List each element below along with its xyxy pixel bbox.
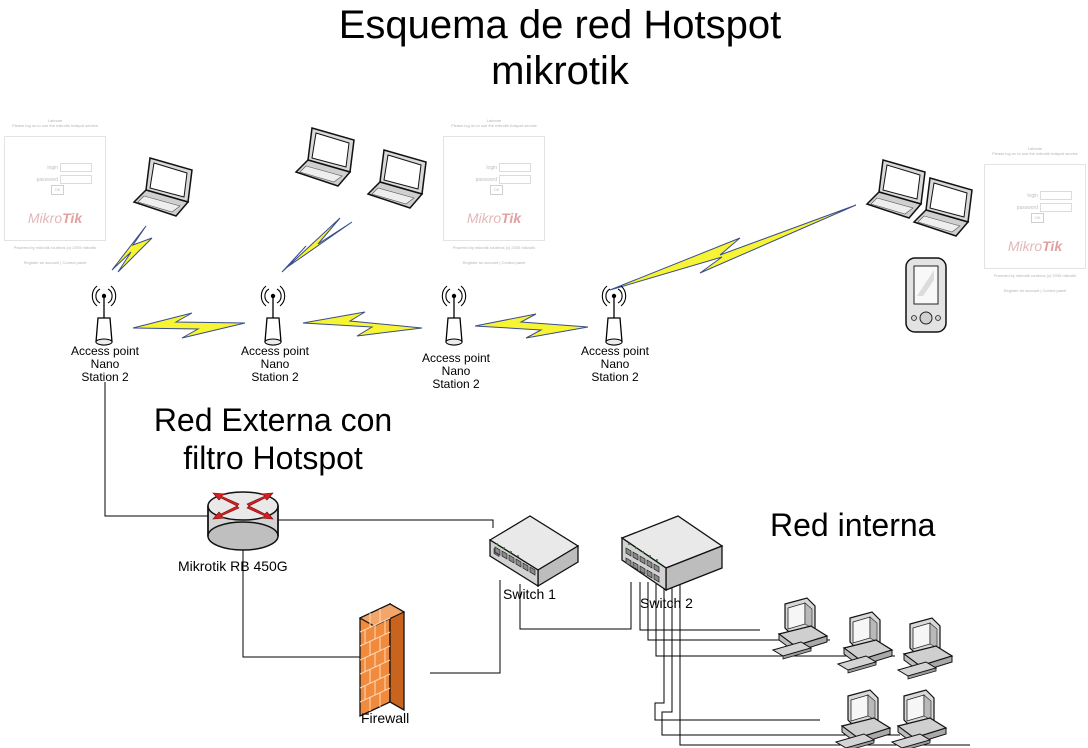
title-line-1: Esquema de red Hotspot xyxy=(338,3,782,47)
laptop-icon xyxy=(295,127,355,187)
desktop-pc-icon xyxy=(891,689,947,748)
access-point-icon xyxy=(91,285,117,346)
laptop-icon xyxy=(133,157,193,217)
wire-ap1-router xyxy=(104,382,208,517)
mikrotik-logo: MikroTik xyxy=(27,210,83,226)
desktop-pc-icon xyxy=(835,689,891,748)
login-panel-org: Labnote xyxy=(1027,146,1043,151)
ok-button[interactable]: OK xyxy=(1031,213,1044,223)
login-label: login xyxy=(1027,192,1038,199)
password-label: password xyxy=(475,176,497,183)
page-title: Esquema de red Hotspot mikrotik xyxy=(0,2,1088,94)
wire-firewall-switch1 xyxy=(430,580,501,674)
desktop-pc-icon xyxy=(897,617,953,680)
ok-button[interactable]: OK xyxy=(490,185,503,195)
laptop-icon xyxy=(866,159,926,219)
mikrotik-logo: MikroTik xyxy=(1007,238,1063,254)
wiring xyxy=(104,382,970,746)
wire-router-switch1 xyxy=(278,519,494,528)
router-icon xyxy=(207,491,279,551)
login-field[interactable] xyxy=(1040,191,1072,200)
login-panel-footer: Powered by mikrotik routeros (c) 2005 mi… xyxy=(13,245,97,250)
login-label: login xyxy=(486,164,497,171)
login-panel-notice: Please log on to use the mikrotik hotspo… xyxy=(992,151,1078,156)
access-point-icon xyxy=(601,285,627,346)
internal-network-label: Red interna xyxy=(770,507,936,543)
pda-icon xyxy=(905,257,947,333)
access-point-icon xyxy=(441,285,467,346)
login-field[interactable] xyxy=(499,163,531,172)
password-label: password xyxy=(1016,204,1038,211)
wireless-link xyxy=(281,217,353,273)
login-label: login xyxy=(47,164,58,171)
desktop-pc-icon xyxy=(772,597,828,660)
wire-router-firewall xyxy=(242,548,360,658)
switch-icon xyxy=(620,515,724,592)
laptop-icon xyxy=(367,149,427,209)
login-panel-footer: Powered by mikrotik routeros (c) 2005 mi… xyxy=(452,245,536,250)
firewall-icon xyxy=(358,602,406,718)
wireless-link xyxy=(609,204,857,291)
login-panel-org: Labnote xyxy=(47,118,63,123)
login-panel-notice: Please log on to use the mikrotik hotspo… xyxy=(12,123,98,128)
wireless-link xyxy=(474,313,589,339)
switch1-label: Switch 1 xyxy=(503,586,556,602)
password-label: password xyxy=(36,176,58,183)
password-field[interactable] xyxy=(60,175,92,184)
password-field[interactable] xyxy=(499,175,531,184)
switch2-label: Switch 2 xyxy=(640,595,693,611)
login-panel-org: Labnote xyxy=(486,118,502,123)
desktop-pc-icon xyxy=(837,611,893,674)
login-panel-notice: Please log on to use the mikrotik hotspo… xyxy=(451,123,537,128)
firewall-label: Firewall xyxy=(361,710,410,726)
mikrotik-logo: MikroTik xyxy=(466,210,522,226)
password-field[interactable] xyxy=(1040,203,1072,212)
router-label: Mikrotik RB 450G xyxy=(178,558,288,574)
wireless-link xyxy=(132,312,246,339)
login-panel-links[interactable]: Register an account | Control panel xyxy=(23,260,87,265)
title-line-2: mikrotik xyxy=(491,49,629,93)
login-panel-links[interactable]: Register an account | Control panel xyxy=(462,260,526,265)
login-field[interactable] xyxy=(60,163,92,172)
switch-icon xyxy=(488,515,580,588)
wire-switch1-switch2 xyxy=(519,582,632,630)
wireless-link xyxy=(111,225,153,273)
ok-button[interactable]: OK xyxy=(51,185,64,195)
login-panel-footer: Powered by mikrotik routeros (c) 2005 mi… xyxy=(993,273,1077,278)
access-point-icon xyxy=(260,285,286,346)
login-panel-links[interactable]: Register an account | Control panel xyxy=(1003,288,1067,293)
wireless-links xyxy=(111,204,857,339)
wireless-link xyxy=(302,311,423,337)
